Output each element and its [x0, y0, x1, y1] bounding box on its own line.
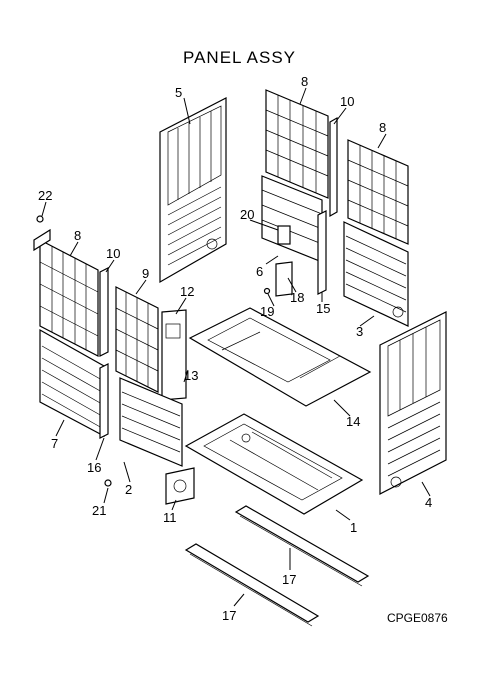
- callout-15: 15: [316, 301, 330, 316]
- part-grille-upper-right: [347, 139, 409, 245]
- callout-2: 2: [125, 482, 132, 497]
- callout-1: 1: [350, 520, 357, 535]
- part-vertical-strip-right: [329, 116, 338, 218]
- callout-3: 3: [356, 324, 363, 339]
- callout-14: 14: [346, 414, 360, 429]
- callout-19: 19: [260, 304, 274, 319]
- part-screw-lower-left: [104, 479, 112, 487]
- callout-20: 20: [240, 207, 254, 222]
- part-small-panel: [161, 309, 187, 401]
- callout-4: 4: [425, 495, 432, 510]
- callout-16: 16: [87, 460, 101, 475]
- part-post: [317, 210, 327, 295]
- callout-17-lower: 17: [222, 608, 236, 623]
- part-base-frame: [184, 413, 364, 515]
- part-rear-panel: [159, 97, 227, 284]
- callout-10-left: 10: [106, 246, 120, 261]
- callout-22: 22: [38, 188, 52, 203]
- callout-7: 7: [51, 436, 58, 451]
- part-grille-left: [39, 239, 99, 357]
- callout-6: 6: [256, 264, 263, 279]
- part-screw-upper-left: [33, 215, 51, 252]
- part-vertical-strip-left: [99, 267, 109, 357]
- part-side-panel-right: [343, 221, 409, 327]
- callout-9: 9: [142, 266, 149, 281]
- part-bracket-small: [263, 261, 293, 297]
- part-top-cover: [188, 307, 372, 407]
- callout-5: 5: [175, 85, 182, 100]
- callout-11: 11: [163, 510, 177, 525]
- callout-12: 12: [180, 284, 194, 299]
- callout-13: 13: [184, 368, 198, 383]
- callout-8-left: 8: [74, 228, 81, 243]
- part-front-panel-lower: [119, 377, 183, 467]
- leader-lines: [41, 87, 431, 607]
- part-rail-upper: [234, 505, 370, 587]
- callout-8-upper-middle: 8: [301, 74, 308, 89]
- callout-8-upper-right: 8: [379, 120, 386, 135]
- part-small-plate: [165, 467, 195, 505]
- part-right-panel: [379, 311, 447, 495]
- diagram-title: PANEL ASSY: [183, 48, 296, 67]
- callout-17-upper: 17: [282, 572, 296, 587]
- drawing-code: CPGE0876: [387, 611, 448, 625]
- part-lower-strip: [99, 363, 109, 439]
- part-grille-center: [115, 286, 159, 393]
- part-rail-lower: [184, 543, 320, 627]
- callout-18: 18: [290, 290, 304, 305]
- callout-10-upper: 10: [340, 94, 354, 109]
- callout-21: 21: [92, 503, 106, 518]
- part-grille-upper-middle: [265, 89, 329, 199]
